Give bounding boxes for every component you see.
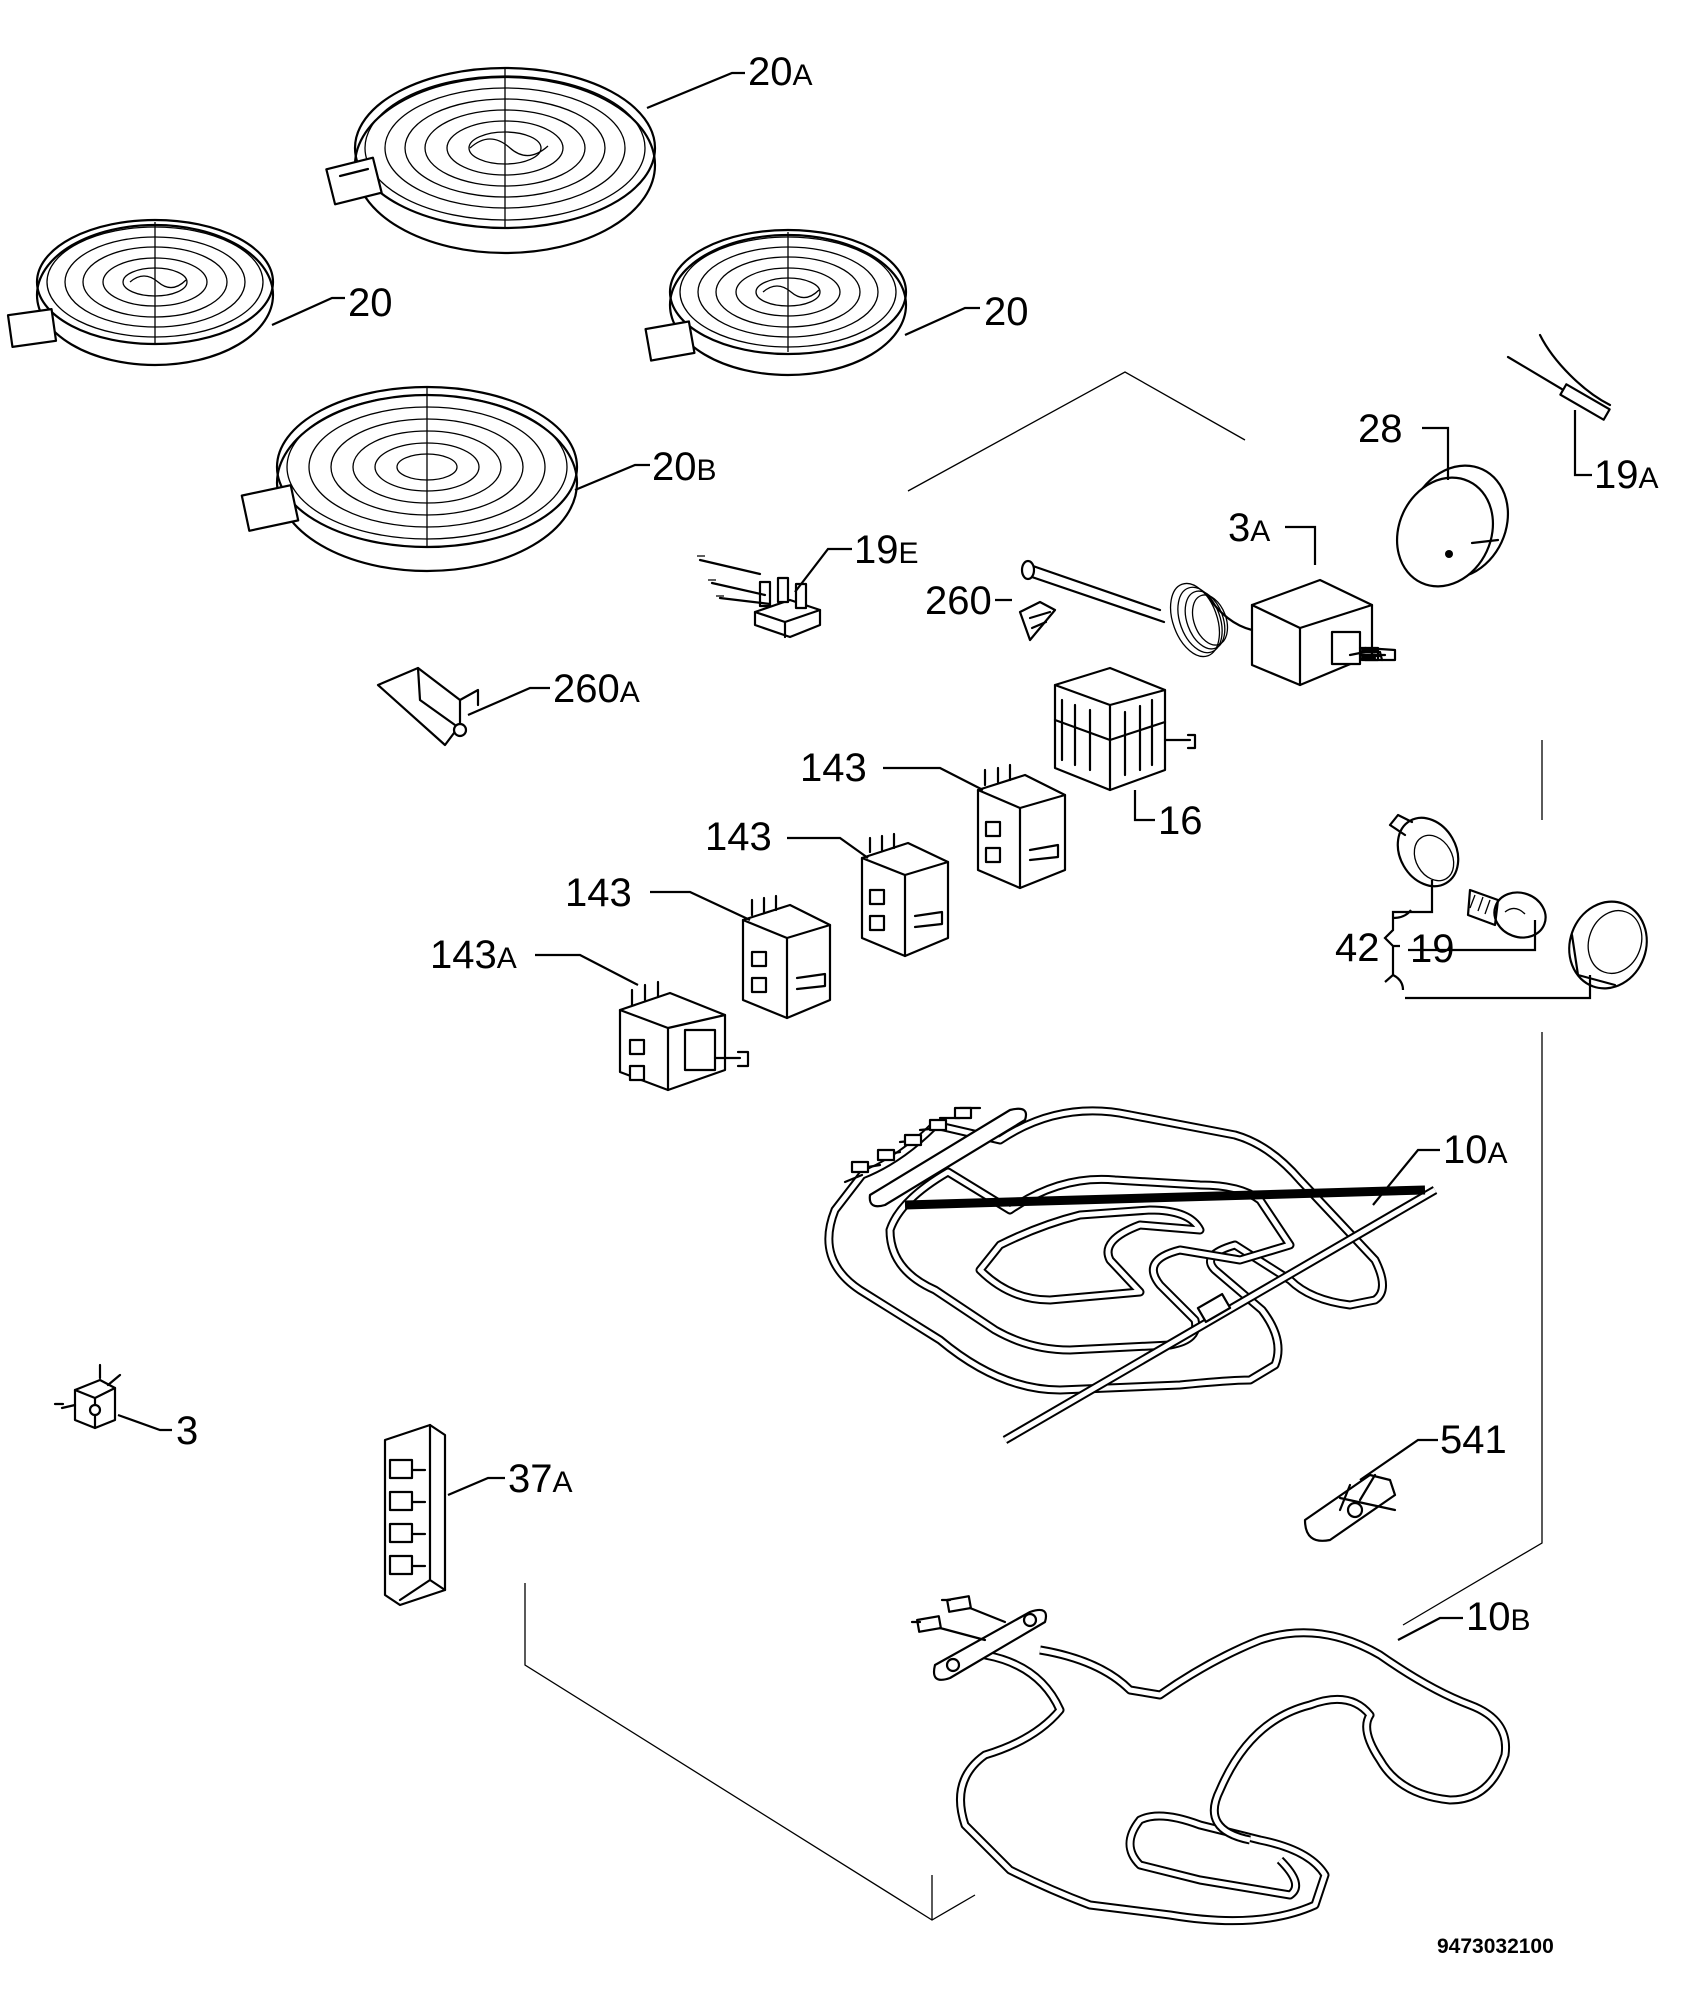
callout-42: 42 [1335,926,1380,970]
lamp-holder-42 [1388,813,1460,888]
bracket-260a [376,666,480,747]
regulator-143-2 [860,832,950,958]
callout-20-left: 20 [348,281,393,325]
grill-element-10a [824,1106,1438,1444]
hotplate-20-right [644,228,908,377]
callout-37a: 37A [508,1457,573,1501]
hotplate-20a [325,66,657,255]
bottom-element-10b [910,1595,1511,1926]
callout-19e: 19E [854,528,919,572]
regulator-143-3 [741,894,832,1020]
callout-10b: 10B [1466,1595,1531,1639]
callout-20-right: 20 [984,290,1029,334]
callout-143-2: 143 [705,815,772,859]
callout-20b: 20B [652,445,717,489]
hotplate-20b [240,385,579,573]
terminal-19e [697,555,822,639]
knob-28 [1395,464,1510,588]
lamp-bulb-19 [1466,888,1547,939]
callout-260: 260 [925,579,992,623]
thermostat-3a [1020,559,1384,687]
callout-19: 19 [1410,927,1455,971]
callout-3a: 3A [1228,506,1270,550]
callout-143-3: 143 [565,871,632,915]
regulator-143a [618,980,750,1092]
callout-260a: 260A [553,667,640,711]
clip-260 [1018,600,1057,642]
selector-switch-16 [1053,666,1197,792]
callout-143a: 143A [430,933,517,977]
callout-10a: 10A [1443,1128,1508,1172]
thermal-cutout-3 [53,1363,122,1430]
terminal-block-37a [383,1423,447,1607]
lamp-cover [1568,900,1648,990]
callout-143-1: 143 [800,746,867,790]
callout-20a: 20A [748,50,813,94]
callout-541: 541 [1440,1418,1507,1462]
regulator-143-1 [976,763,1067,890]
sensor-19a [1506,333,1612,421]
callout-19a: 19A [1594,453,1659,497]
callout-16: 16 [1158,799,1203,843]
hotplate-20-left [6,218,275,367]
callout-28: 28 [1358,407,1403,451]
clip-541 [1303,1473,1397,1542]
callout-3: 3 [176,1409,198,1453]
document-number: 9473032100 [1437,1935,1554,1958]
